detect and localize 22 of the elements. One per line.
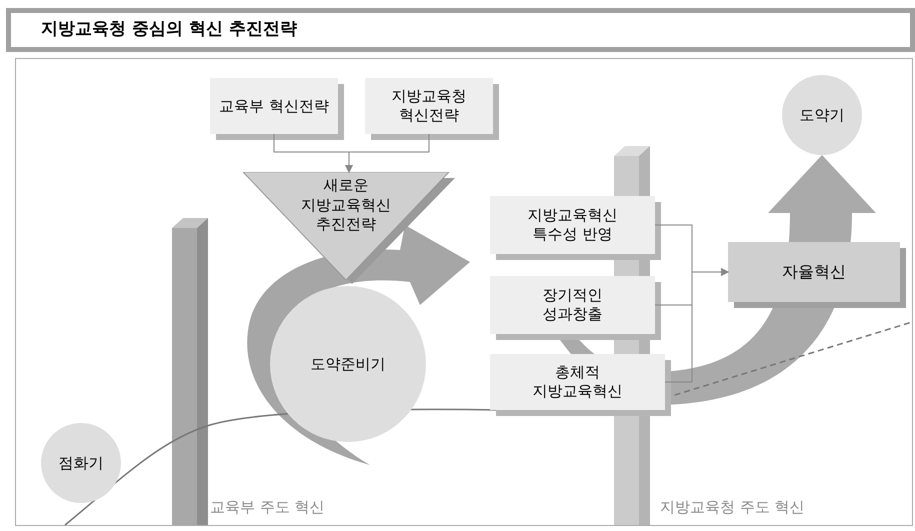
label-box bbox=[490, 196, 655, 254]
label-box bbox=[210, 78, 338, 134]
node-text: 교육부 혁신전략 bbox=[219, 96, 329, 116]
node-text: 새로운 지방교육혁신 추진전략 bbox=[300, 176, 392, 234]
strategy-triangle bbox=[243, 172, 455, 284]
node-text: 도약기 bbox=[800, 104, 844, 126]
connector-arrow bbox=[664, 268, 729, 382]
stage-label: 교육부 주도 혁신 bbox=[210, 497, 325, 518]
stage-label: 지방교육청 주도 혁신 bbox=[660, 497, 805, 518]
connector-arrow bbox=[345, 134, 430, 173]
node-text: 지방교육청 혁신전략 bbox=[390, 87, 468, 125]
node-text: 지방교육혁신 특수성 반영 bbox=[526, 206, 618, 244]
label-box bbox=[490, 354, 665, 410]
label-box bbox=[490, 276, 655, 334]
node-text: 총체적 지방교육혁신 bbox=[532, 363, 624, 401]
label-box bbox=[365, 78, 493, 134]
node-text: 도약준비기 bbox=[310, 354, 386, 375]
node-text: 장기적인 성과창출 bbox=[542, 286, 604, 324]
label-box bbox=[728, 242, 900, 302]
node-text: 점화기 bbox=[58, 452, 104, 474]
node-text: 자율혁신 bbox=[782, 261, 846, 283]
title: 지방교육청 중심의 혁신 추진전략 bbox=[41, 18, 297, 42]
